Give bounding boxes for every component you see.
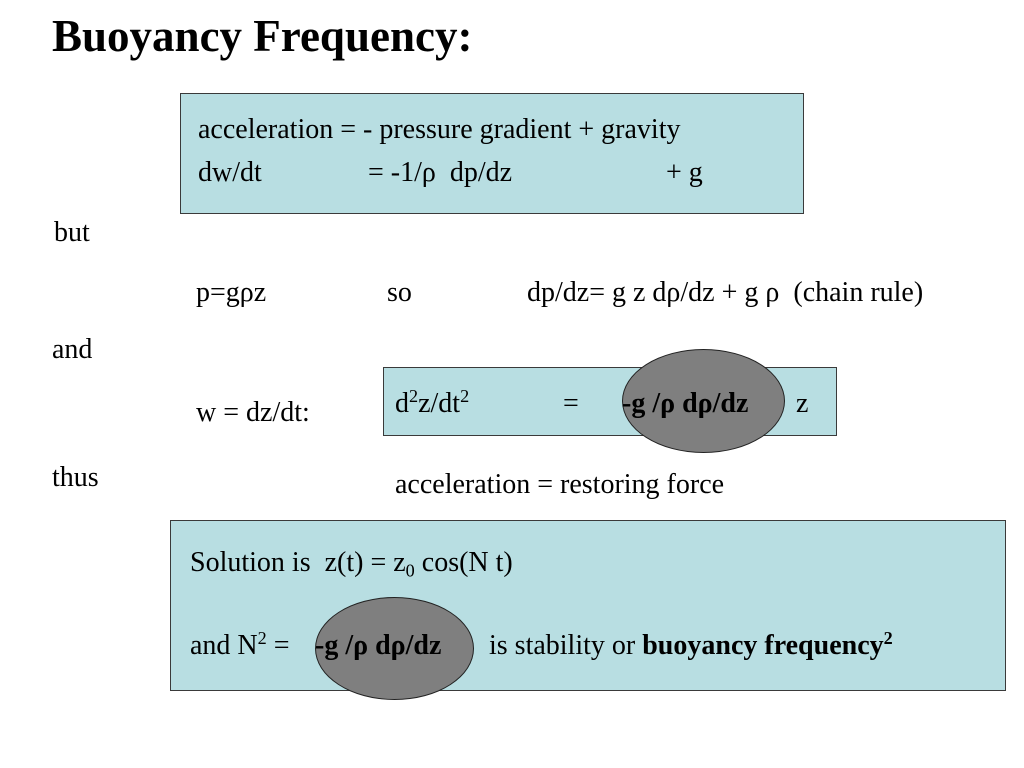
- restoring-coefficient: -g /ρ dρ/dz: [622, 388, 749, 419]
- solution-box: [170, 520, 1006, 691]
- vertical-velocity-definition: w = dz/dt:: [196, 397, 310, 428]
- hydrostatic-pressure: p=gρz: [196, 277, 267, 308]
- solution-line: Solution is z(t) = z0 cos(N t): [190, 547, 513, 581]
- momentum-equation-box: [180, 93, 804, 214]
- highlight-ellipse-top: [622, 349, 785, 453]
- buoyancy-frequency-definition: and N2 =: [190, 628, 290, 661]
- restoring-force-caption: acceleration = restoring force: [395, 469, 725, 500]
- oscillator-z: z: [796, 388, 809, 419]
- buoyancy-frequency-text: is stability or buoyancy frequency2: [489, 628, 893, 661]
- momentum-equation-words: acceleration = - pressure gradient + gra…: [198, 114, 681, 145]
- buoyancy-term: -g /ρ dρ/dz: [315, 630, 442, 661]
- label-and: and: [52, 334, 93, 365]
- slide-title: Buoyancy Frequency:: [52, 11, 473, 61]
- label-so: so: [387, 277, 412, 308]
- highlight-ellipse-bottom: [315, 597, 474, 700]
- momentum-equation-pressure: = -1/ρ dp/dz: [368, 157, 513, 188]
- oscillator-equals: =: [563, 388, 579, 419]
- label-but: but: [54, 217, 90, 248]
- second-derivative: d2z/dt2: [395, 386, 470, 419]
- label-thus: thus: [52, 462, 99, 493]
- chain-rule-expression: dp/dz= g z dρ/dz + g ρ (chain rule): [527, 277, 924, 308]
- momentum-equation-lhs: dw/dt: [198, 157, 262, 188]
- momentum-equation-gravity: + g: [666, 157, 703, 188]
